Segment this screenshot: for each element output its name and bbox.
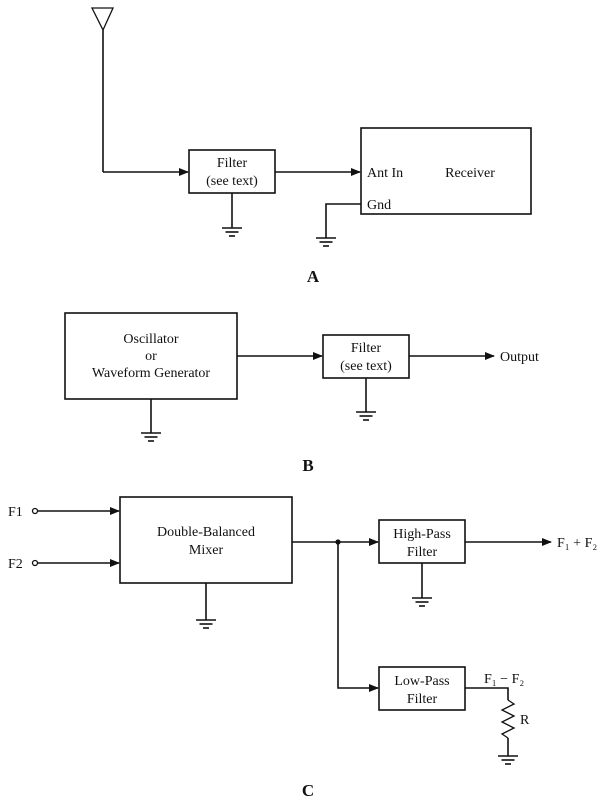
ant-in-label: Ant In bbox=[367, 166, 403, 181]
oscillator-label-2: or bbox=[145, 349, 157, 364]
f2-label: F2 bbox=[8, 557, 23, 572]
diagram-a-label: A bbox=[307, 267, 320, 286]
diagram-b-label: B bbox=[302, 456, 313, 475]
diagram-c: F1 F2 Double-Balanced Mixer High-Pass Fi… bbox=[8, 496, 597, 800]
mixer-label-1: Double-Balanced bbox=[157, 525, 255, 540]
filter-a-label-2: (see text) bbox=[206, 174, 258, 189]
oscillator-label-3: Waveform Generator bbox=[92, 366, 211, 381]
ground-icon bbox=[497, 755, 519, 765]
resistor-label: R bbox=[520, 713, 530, 728]
f1-terminal bbox=[31, 507, 39, 515]
receiver-ground-wire bbox=[325, 203, 361, 238]
ground-icon bbox=[221, 227, 243, 237]
lowpass-label-2: Filter bbox=[407, 692, 438, 707]
mixer-label-2: Mixer bbox=[189, 543, 224, 558]
gnd-label: Gnd bbox=[367, 198, 391, 213]
diagram-a: Filter (see text) Ant In Receiver Gnd A bbox=[90, 7, 532, 286]
filter-b-label-1: Filter bbox=[351, 341, 382, 356]
oscillator-label-1: Oscillator bbox=[123, 332, 179, 347]
mixer-box bbox=[119, 496, 293, 584]
antenna-icon bbox=[90, 7, 115, 172]
f1-label: F1 bbox=[8, 505, 23, 520]
output-label: Output bbox=[500, 350, 539, 365]
ground-icon bbox=[140, 432, 162, 442]
lowpass-label-1: Low-Pass bbox=[394, 674, 449, 689]
f2-terminal bbox=[31, 559, 39, 567]
oscillator-box bbox=[64, 312, 238, 400]
mixer-to-lowpass-arrow bbox=[337, 542, 379, 692]
receiver-label: Receiver bbox=[445, 166, 495, 181]
highpass-box bbox=[378, 519, 466, 564]
filter-b-label-2: (see text) bbox=[340, 359, 392, 374]
filter-a-label-1: Filter bbox=[217, 156, 248, 171]
ground-icon bbox=[195, 619, 217, 629]
ground-icon bbox=[315, 237, 337, 247]
ground-icon bbox=[355, 411, 377, 421]
sum-output-label: F₁ + F₂ bbox=[557, 536, 597, 551]
resistor-icon bbox=[500, 699, 516, 739]
lowpass-output-wire bbox=[465, 687, 509, 700]
diagram-b: Oscillator or Waveform Generator Filter … bbox=[64, 312, 539, 475]
diff-output-label: F₁ − F₂ bbox=[484, 672, 524, 687]
highpass-label-2: Filter bbox=[407, 545, 438, 560]
receiver-box bbox=[360, 127, 532, 215]
highpass-label-1: High-Pass bbox=[393, 527, 451, 542]
ground-icon bbox=[411, 597, 433, 607]
diagram-c-label: C bbox=[302, 781, 314, 800]
